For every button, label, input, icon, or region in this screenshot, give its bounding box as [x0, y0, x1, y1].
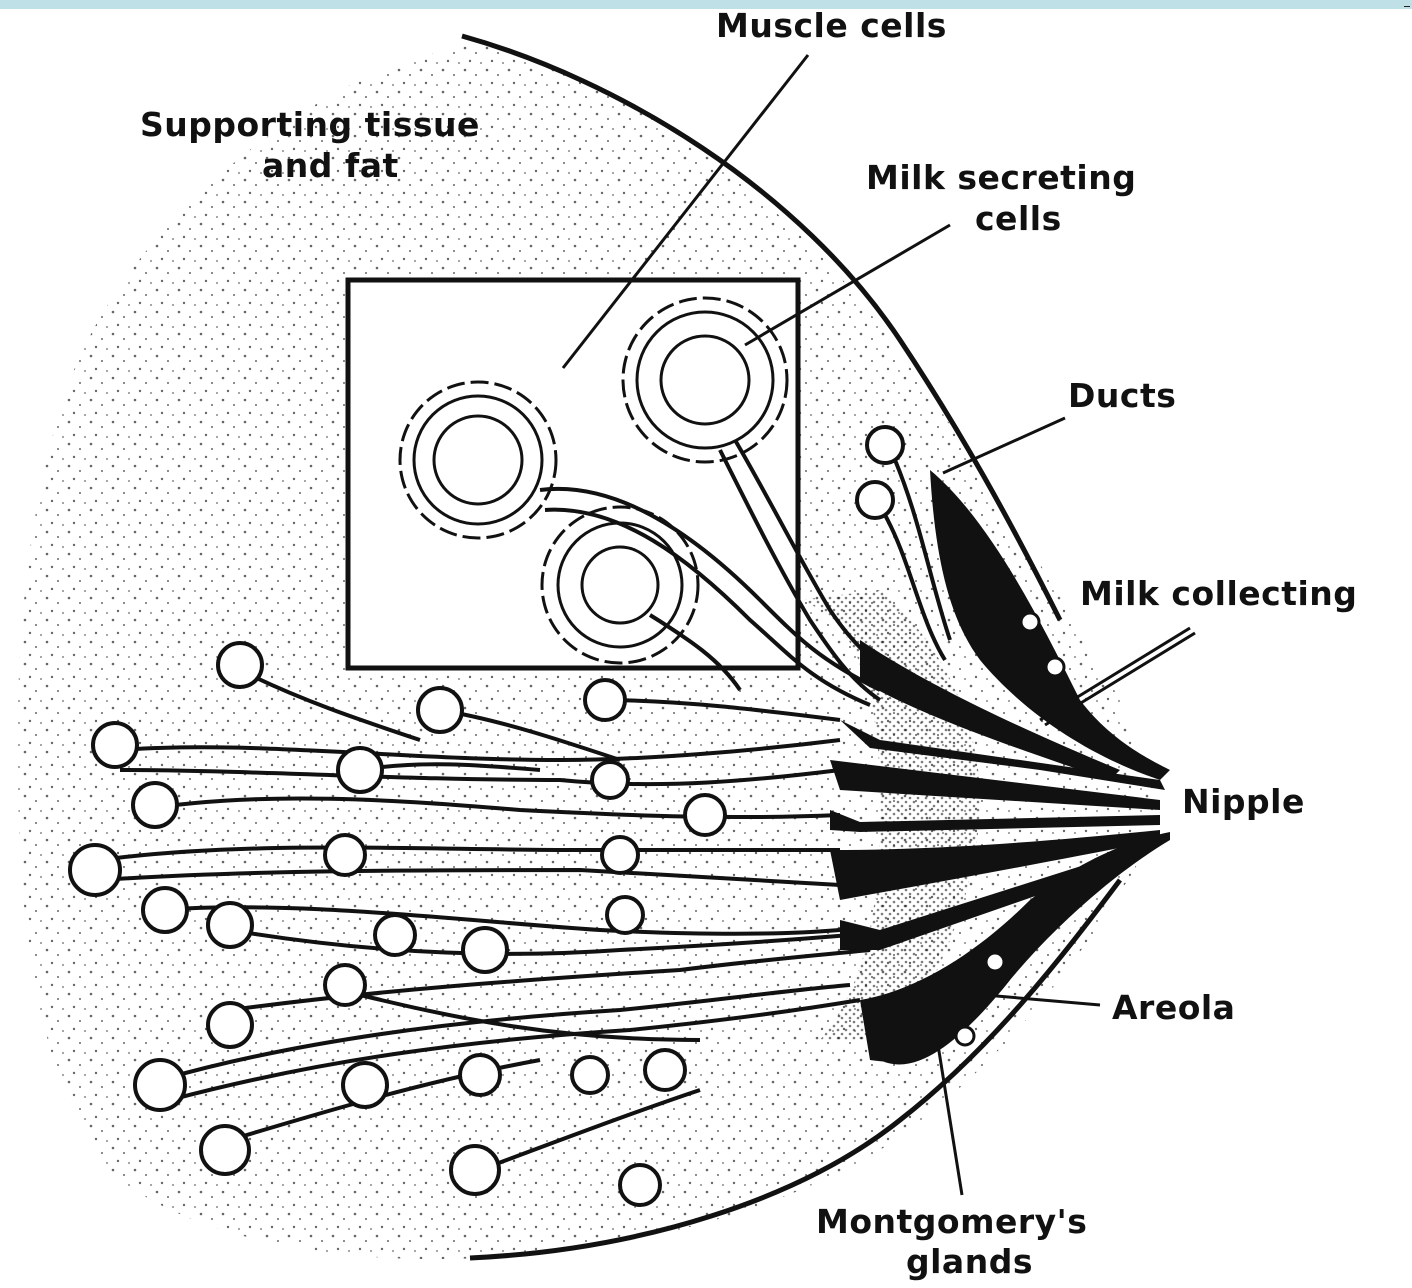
label-nipple: Nipple: [1182, 782, 1305, 822]
label-ducts: Ducts: [1068, 376, 1176, 416]
label-areola: Areola: [1112, 988, 1235, 1028]
label-muscle-cells: Muscle cells: [716, 6, 947, 46]
montgomery-gland-3: [986, 953, 1004, 971]
montgomery-gland-2: [1046, 658, 1064, 676]
label-montgomery-line1: Montgomery's: [816, 1202, 1087, 1242]
label-montgomery-line2: glands: [906, 1242, 1033, 1282]
montgomery-gland-1: [1021, 613, 1039, 631]
label-supporting-tissue-line2: and fat: [262, 146, 399, 186]
montgomery-gland-4: [956, 1027, 974, 1045]
label-milk-secreting-line2: cells: [975, 199, 1062, 239]
label-milk-secreting-line1: Milk secreting: [866, 158, 1136, 198]
label-supporting-tissue-line1: Supporting tissue: [140, 105, 480, 145]
label-milk-collecting: Milk collecting: [1080, 574, 1357, 614]
